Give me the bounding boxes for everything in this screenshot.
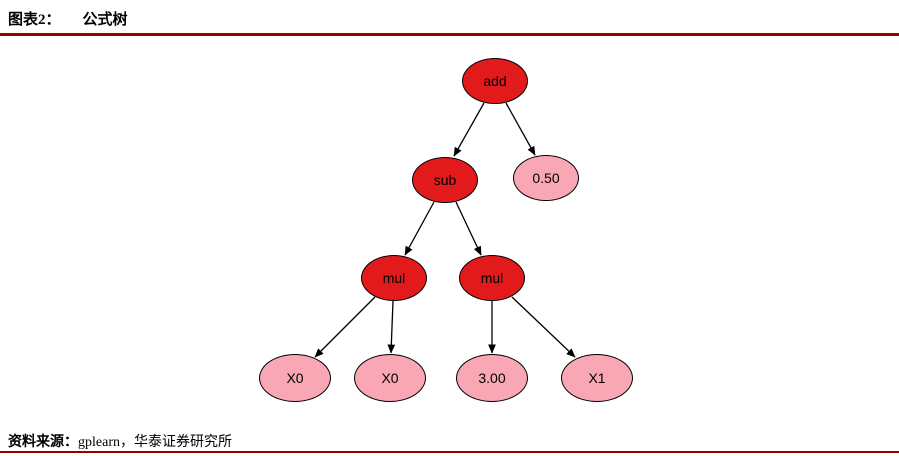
edge-sub-mul-left — [404, 201, 435, 256]
figure-header: 图表2： 公式树 — [8, 8, 128, 29]
tree-node-const-0.50: 0.50 — [513, 155, 579, 201]
figure-title: 公式树 — [82, 12, 128, 28]
node-label: add — [483, 73, 507, 89]
tree-node-const-3.00: 3.00 — [456, 354, 528, 402]
node-label: mul — [480, 270, 504, 286]
header-divider — [0, 33, 899, 36]
edge-mul-right-x1 — [511, 296, 576, 358]
figure-source: 资料来源：gplearn，华泰证券研究所 — [8, 431, 232, 451]
tree-node-sub: sub — [412, 157, 478, 203]
tree-node-mul-right: mul — [459, 255, 525, 301]
source-text: gplearn，华泰证券研究所 — [78, 435, 232, 450]
node-label: sub — [433, 172, 457, 188]
node-label: mul — [382, 270, 406, 286]
footer-divider — [0, 451, 899, 453]
node-label: 0.50 — [532, 170, 560, 186]
tree-node-x0-right: X0 — [354, 354, 426, 402]
tree-node-x1: X1 — [561, 354, 633, 402]
source-label: 资料来源： — [8, 435, 78, 450]
edge-mul-left-x0-left — [314, 296, 376, 358]
edge-add-sub — [453, 102, 485, 157]
node-label: X1 — [588, 370, 606, 386]
tree-node-mul-left: mul — [361, 255, 427, 301]
node-label: X0 — [286, 370, 304, 386]
node-label: X0 — [381, 370, 399, 386]
edge-mul-left-x0-right — [387, 300, 396, 354]
edge-add-0.50 — [505, 102, 536, 156]
node-label: 3.00 — [478, 370, 506, 386]
tree-node-x0-left: X0 — [259, 354, 331, 402]
figure-number-label: 图表2： — [8, 12, 61, 28]
tree-node-add: add — [462, 58, 528, 104]
edge-sub-mul-right — [455, 201, 482, 256]
